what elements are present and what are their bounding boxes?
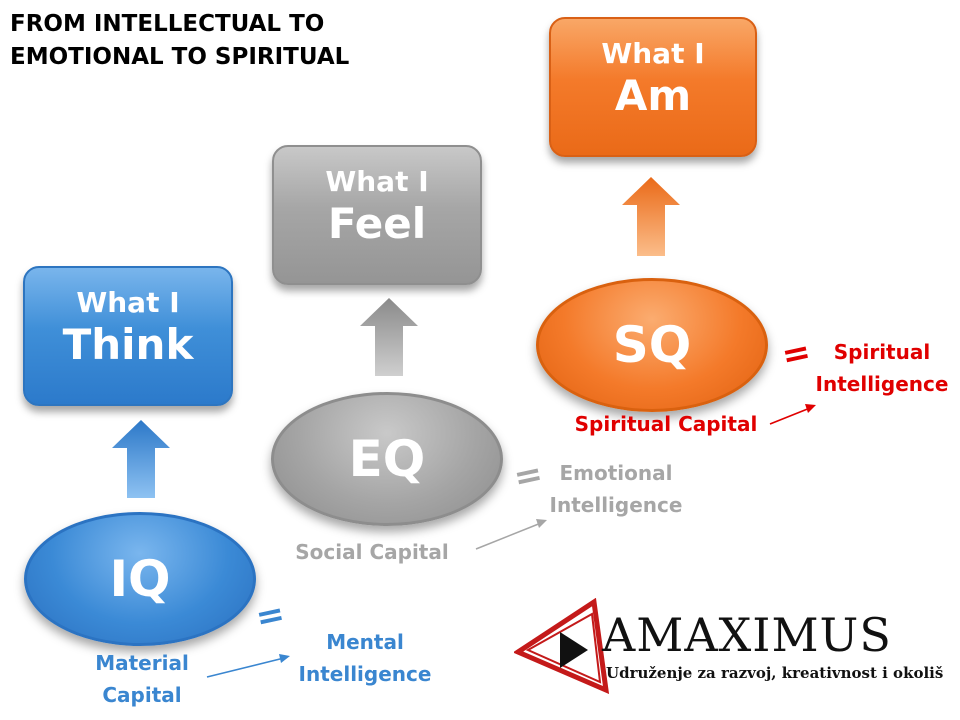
arrow-up-iq-icon: [112, 420, 170, 498]
spiritual-intelligence-label: Spiritual Intelligence: [812, 336, 952, 400]
what-i-am-box: What I Am: [549, 17, 757, 157]
iq-oval: IQ: [24, 512, 256, 646]
box-line1: What I: [76, 286, 180, 319]
page-title: FROM INTELLECTUAL TO EMOTIONAL TO SPIRIT…: [10, 8, 430, 74]
box-line2: Am: [614, 71, 692, 120]
logo-triangle-icon: [514, 598, 610, 694]
label-line1: Mental: [326, 630, 404, 654]
label-line1: Emotional: [559, 461, 673, 485]
title-line-1: FROM INTELLECTUAL TO: [10, 11, 325, 37]
logo-tagline: Udruženje za razvoj, kreativnost i okoli…: [606, 664, 944, 682]
box-line1: What I: [325, 165, 429, 198]
emotional-intelligence-label: Emotional Intelligence: [540, 457, 692, 521]
box-line1: What I: [601, 37, 705, 70]
what-i-feel-box: What I Feel: [272, 145, 482, 285]
label-line2: Intelligence: [298, 662, 432, 686]
box-line2: Feel: [327, 199, 427, 248]
amaximus-logo: AMAXIMUS Udruženje za razvoj, kreativnos…: [514, 598, 944, 694]
social-capital-label: Social Capital: [295, 540, 449, 564]
label-line1: Spiritual: [833, 340, 931, 364]
pointer-arrow-red-icon: [769, 404, 816, 425]
logo-name: AMAXIMUS: [602, 608, 892, 662]
label-line2: Capital: [102, 683, 182, 707]
box-line2: Think: [62, 320, 194, 369]
mental-intelligence-label: Mental Intelligence: [290, 626, 440, 690]
pointer-arrow-gray-icon: [475, 519, 547, 550]
title-line-2: EMOTIONAL TO SPIRITUAL: [10, 44, 350, 70]
arrow-up-sq-icon: [622, 177, 680, 256]
label-line2: Intelligence: [549, 493, 683, 517]
spiritual-capital-label: Spiritual Capital: [574, 412, 758, 436]
eq-oval: EQ: [271, 392, 503, 526]
what-i-think-box: What I Think: [23, 266, 233, 406]
material-capital-label: Material Capital: [82, 647, 202, 711]
sq-oval: SQ: [536, 278, 768, 412]
pointer-arrow-blue-icon: [206, 654, 290, 678]
arrow-up-eq-icon: [360, 298, 418, 376]
label-line1: Material: [95, 651, 189, 675]
label-line2: Intelligence: [815, 372, 949, 396]
